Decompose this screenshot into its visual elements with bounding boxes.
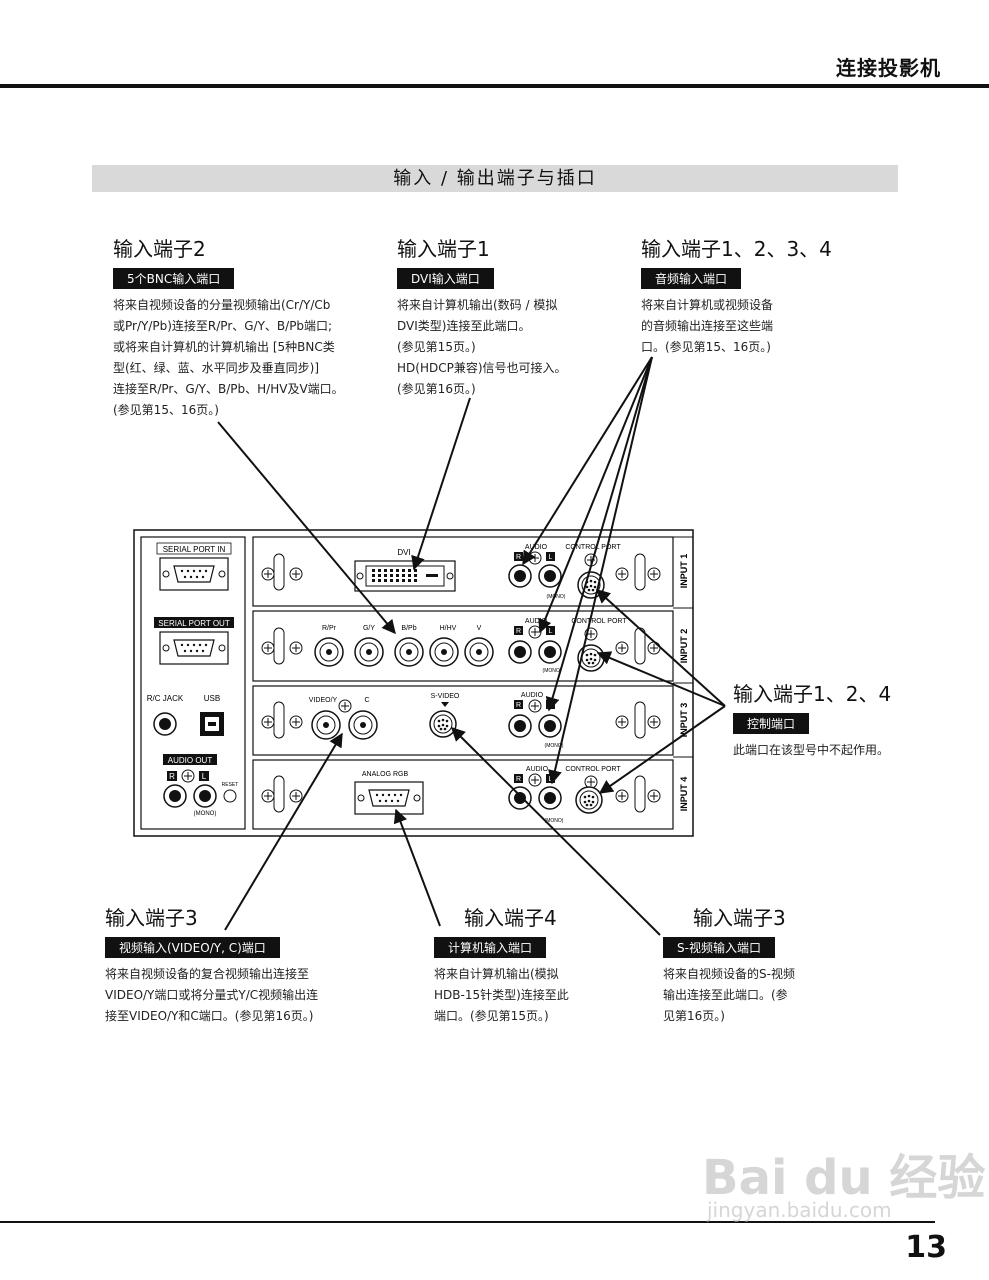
callout-desc: 将来自视频设备的S-视频 输出连接至此端口。(参 见第16页。) (663, 967, 795, 1023)
banner-title: 输入 / 输出端子与插口 (393, 168, 597, 189)
callout-heading: 输入端子3 (105, 906, 198, 930)
video-y-label: VIDEO/Y (309, 697, 338, 704)
input4-label: INPUT 4 (679, 777, 689, 812)
mono-label: (MONO) (545, 743, 564, 749)
callout-tag: 视频输入(VIDEO/Y, C)端口 (105, 937, 280, 958)
mono-label: (MONO) (194, 811, 217, 817)
audio-out-r-jack (163, 784, 187, 808)
callout-tag: 控制端口 (733, 713, 810, 734)
serial-in-label: SERIAL PORT IN (163, 545, 226, 554)
title-banner: 输入 / 输出端子与插口 (92, 165, 898, 192)
callout-control: 输入端子1、2、4 控制端口 此端口在该型号中不起作用。 (733, 678, 891, 761)
rc-jack-label: R/C JACK (147, 694, 184, 703)
callout-tag: DVI输入端口 (397, 268, 494, 289)
r-mark: R (516, 554, 521, 561)
input2-label: INPUT 2 (679, 629, 689, 664)
audio-label: AUDIO (525, 618, 548, 625)
callout-desc: 将来自视频设备的复合视频输出连接至 VIDEO/Y端口或将分量式Y/C视频输出连… (105, 967, 319, 1023)
callout-dvi: 输入端子1 DVI输入端口 将来自计算机输出(数码 / 模拟 DVI类型)连接至… (397, 233, 567, 400)
callout-rgb: 输入端子4 计算机输入端口 将来自计算机输出(模拟 HDB-15针类型)连接至此… (434, 902, 569, 1027)
mono-label: (MONO) (547, 594, 566, 600)
analog-rgb-label: ANALOG RGB (362, 771, 409, 778)
serial-out-port (159, 631, 229, 665)
l-mark: L (549, 628, 553, 635)
callout-desc: 此端口在该型号中不起作用。 (733, 743, 890, 757)
header-rule (0, 84, 989, 88)
dvi-port (354, 560, 456, 592)
serial-out-label: SERIAL PORT OUT (158, 619, 230, 628)
bnc-b-label: B/Pb (401, 625, 416, 632)
bnc-g-label: G/Y (363, 625, 375, 632)
l-mark: L (549, 554, 553, 561)
rc-jack-port (153, 712, 177, 736)
audio-label: AUDIO (525, 544, 548, 551)
input1-label: INPUT 1 (679, 554, 689, 589)
audio-label: AUDIO (526, 766, 549, 773)
reset-label: RESET (222, 782, 239, 788)
r-mark: R (516, 702, 521, 709)
callout-tag: 计算机输入端口 (434, 937, 547, 958)
audio-controls: AUDIO R L (MONO) CONTROL PORT R/Pr G/Y B… (309, 544, 628, 824)
leader-arrows (217, 356, 726, 936)
control-port-label: CONTROL PORT (565, 766, 621, 773)
callout-heading: 输入端子1 (397, 237, 490, 261)
callout-tag: 音频输入端口 (641, 268, 742, 289)
callout-desc: 将来自计算机输出(数码 / 模拟 DVI类型)连接至此端口。 (参见第15页。)… (397, 298, 567, 396)
audio-out-label: AUDIO OUT (168, 756, 213, 765)
callout-heading: 输入端子1、2、3、4 (641, 237, 832, 261)
r-mark: R (169, 772, 175, 781)
audio-label: AUDIO (521, 692, 544, 699)
dvi-label: DVI (397, 548, 410, 557)
s-video-label: S-VIDEO (431, 693, 460, 700)
input4-board (252, 759, 674, 830)
input3-label: INPUT 3 (679, 703, 689, 738)
callout-bnc: 输入端子2 5个BNC输入端口 将来自视频设备的分量视频输出(Cr/Y/Cb 或… (113, 233, 344, 421)
callout-heading: 输入端子1、2、4 (733, 682, 892, 706)
callout-desc: 将来自计算机或视频设备 的音频输出连接至这些端 口。(参见第15、16页。) (641, 298, 774, 354)
callout-tag: S-视频输入端口 (663, 937, 775, 958)
page-number: 13 (905, 1230, 947, 1265)
watermark-logo: Bai du 经验 (702, 1150, 986, 1206)
control-port-label: CONTROL PORT (571, 618, 627, 625)
callout-tag: 5个BNC输入端口 (113, 268, 235, 289)
watermark-url: jingyan.baidu.com (707, 1198, 892, 1222)
control-port-label: CONTROL PORT (565, 544, 621, 551)
bnc-v-label: V (477, 625, 482, 632)
callout-heading: 输入端子3 (693, 906, 786, 930)
bnc-r-label: R/Pr (322, 625, 337, 632)
callout-desc: 将来自计算机输出(模拟 HDB-15针类型)连接至此 端口。(参见第15页。) (434, 967, 569, 1023)
audio-out-l-jack (193, 784, 217, 808)
callout-desc: 将来自视频设备的分量视频输出(Cr/Y/Cb 或Pr/Y/Pb)连接至R/Pr、… (113, 298, 344, 417)
section-title: 连接投影机 (836, 56, 941, 80)
callout-heading: 输入端子4 (464, 906, 557, 930)
l-mark: L (202, 772, 207, 781)
callout-svideo: 输入端子3 S-视频输入端口 将来自视频设备的S-视频 输出连接至此端口。(参 … (663, 902, 795, 1027)
footer-rule (0, 1221, 935, 1223)
usb-label: USB (204, 694, 220, 703)
bnc-h-label: H/HV (440, 625, 457, 632)
callout-heading: 输入端子2 (113, 237, 206, 261)
mono-label: (MONO) (545, 818, 564, 824)
c-label: C (364, 697, 369, 704)
r-mark: R (516, 628, 521, 635)
serial-in-port (159, 557, 229, 591)
r-mark: R (516, 776, 521, 783)
callout-video: 输入端子3 视频输入(VIDEO/Y, C)端口 将来自视频设备的复合视频输出连… (105, 902, 318, 1027)
callout-audio: 输入端子1、2、3、4 音频输入端口 将来自计算机或视频设备 的音频输出连接至这… (641, 233, 832, 358)
mono-label: (MONO) (543, 668, 562, 674)
